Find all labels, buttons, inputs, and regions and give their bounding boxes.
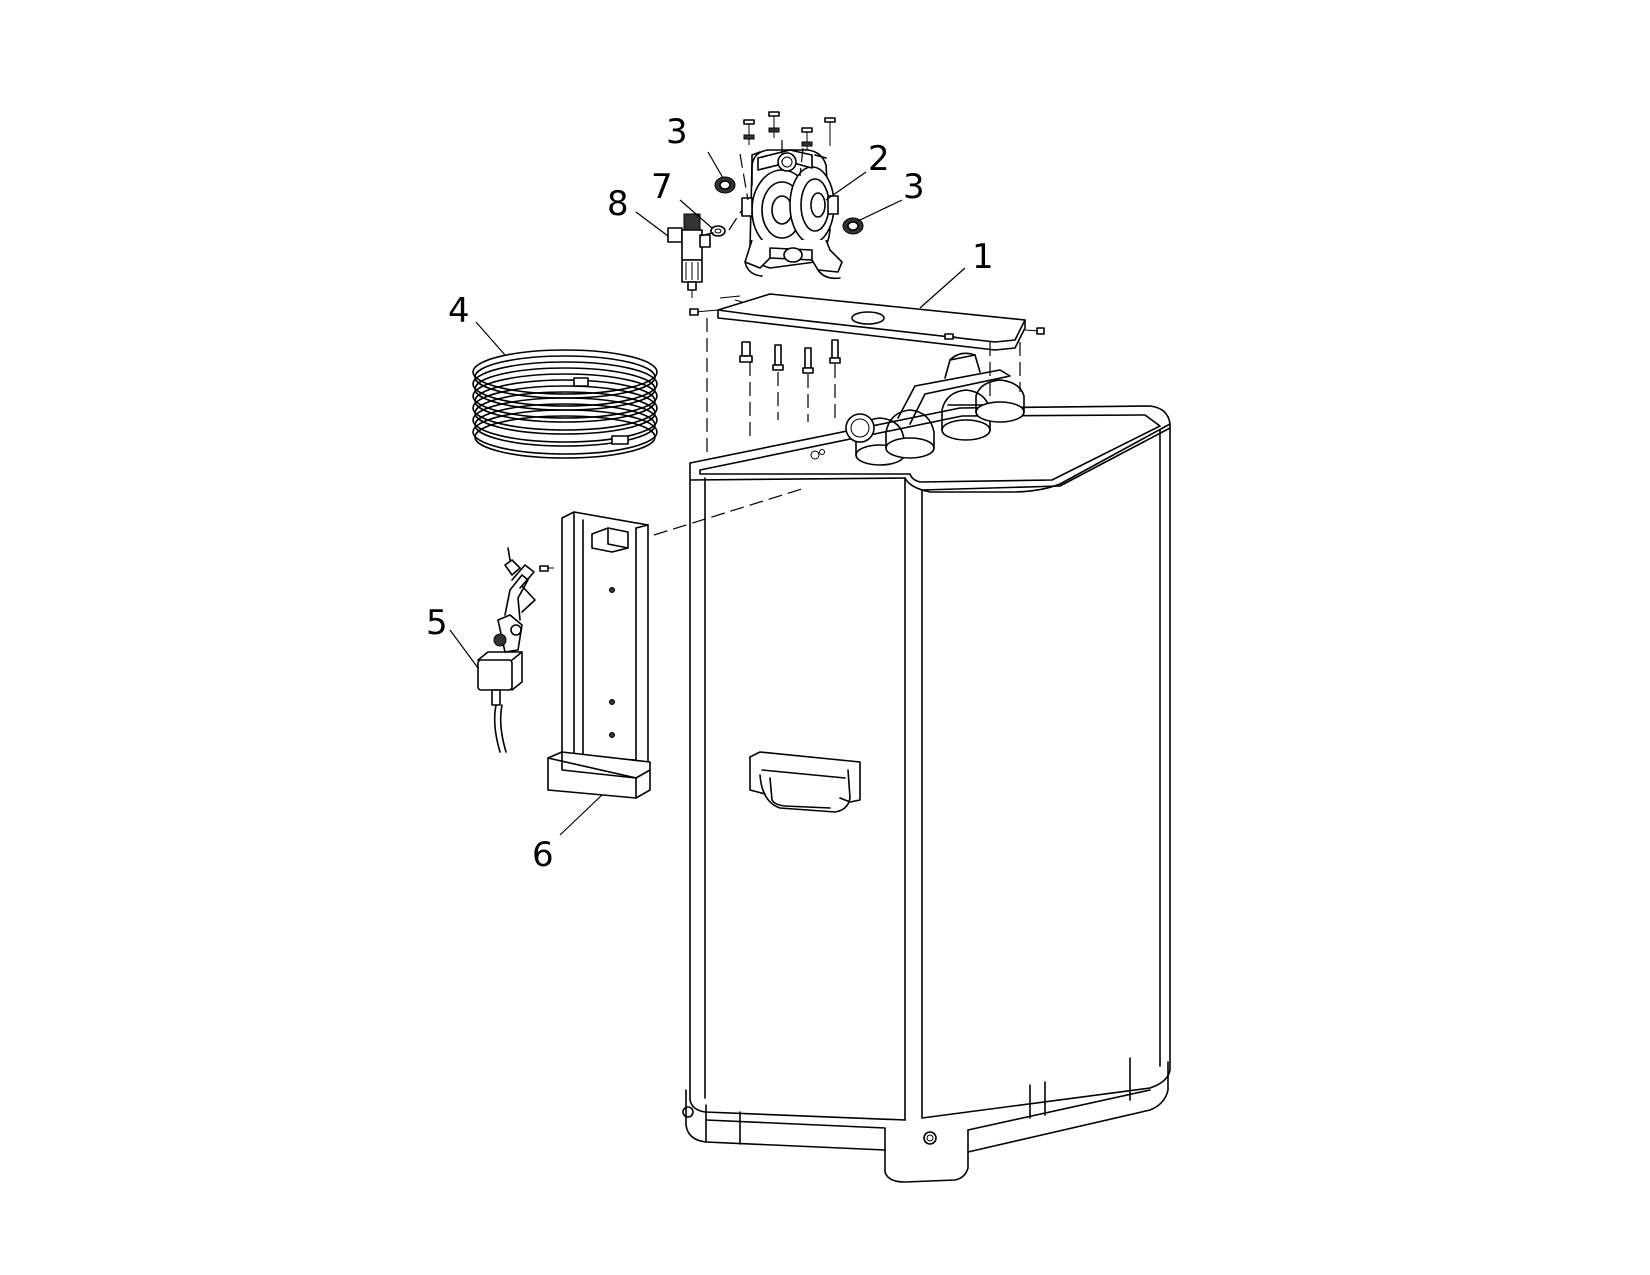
callout-7: 7 — [651, 167, 673, 207]
fuel-nozzle — [477, 547, 536, 753]
callouts: 1 2 3 3 4 5 6 7 8 — [426, 112, 994, 875]
mounting-plate — [689, 293, 1045, 374]
fitting-left — [714, 176, 736, 194]
callout-6: 6 — [532, 835, 554, 875]
assembly-lines — [653, 140, 1021, 536]
callout-2: 2 — [868, 139, 890, 179]
diaphragm-pump — [741, 111, 843, 280]
nozzle-holder — [539, 511, 651, 799]
callout-3-left: 3 — [666, 112, 688, 152]
filter-regulator — [667, 213, 711, 298]
callout-8: 8 — [607, 184, 629, 224]
fitting-right — [842, 217, 864, 235]
callout-4: 4 — [448, 291, 470, 331]
tank — [682, 352, 1171, 1183]
callout-1: 1 — [972, 237, 994, 277]
callout-3-right: 3 — [903, 167, 925, 207]
hose-coil — [472, 349, 658, 459]
callout-5: 5 — [426, 603, 448, 643]
nipple-fitting — [710, 225, 726, 237]
leader-lines — [449, 151, 966, 836]
